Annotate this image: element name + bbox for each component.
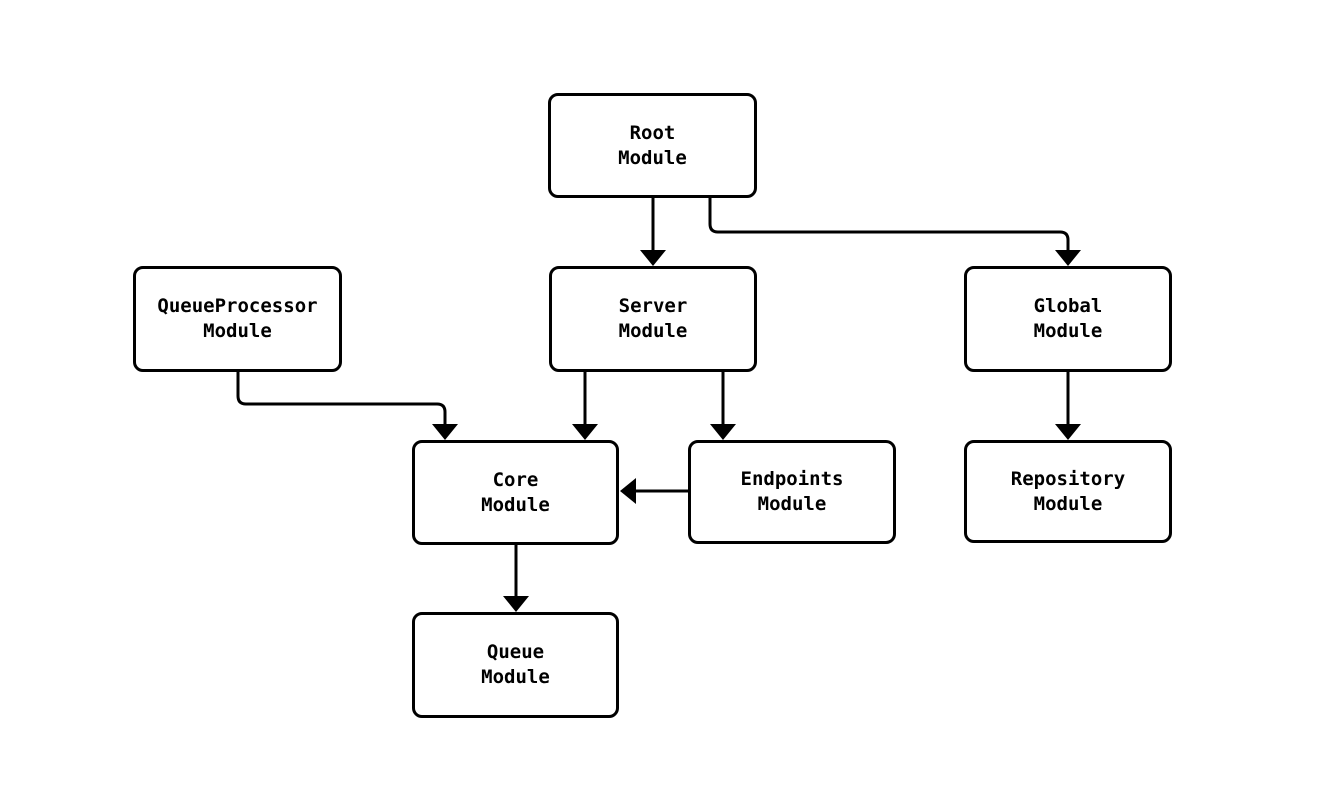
node-label-line2: Module <box>481 666 550 688</box>
node-label-line2: Module <box>481 493 550 516</box>
edge-core-to-queue <box>503 545 529 612</box>
node-label-line1: QueueProcessor <box>157 295 318 317</box>
node-queueprocessor-module: QueueProcessor Module <box>133 266 342 372</box>
node-queue-module: Queue Module <box>412 612 619 718</box>
node-label-line1: Endpoints <box>740 468 844 490</box>
arrowhead-down-icon <box>503 596 529 612</box>
node-label-line1: Repository <box>1010 467 1126 490</box>
node-label-line1: Queue <box>486 641 545 663</box>
node-global-module: Global Module <box>964 266 1172 372</box>
node-label-line2: Module <box>1033 492 1103 515</box>
node-label-line2: Module <box>1033 320 1103 342</box>
node-label-line2: Module <box>757 493 827 515</box>
edge-server-to-endpoints <box>710 372 736 440</box>
arrowhead-down-icon <box>572 424 598 440</box>
arrowhead-down-icon <box>1055 424 1081 440</box>
arrowhead-left-icon <box>620 478 636 504</box>
node-endpoints-module: Endpoints Module <box>688 440 896 544</box>
node-label-line1: Server <box>618 295 688 317</box>
edge-server-to-core <box>572 372 598 440</box>
node-label-line2: Module <box>618 320 688 342</box>
node-core-module: Core Module <box>412 440 619 545</box>
edge-endpoints-to-core <box>620 478 688 504</box>
arrowhead-down-icon <box>432 424 458 440</box>
node-server-module: Server Module <box>549 266 757 372</box>
node-label-line2: Module <box>618 146 687 169</box>
edge-root-to-server <box>640 198 666 266</box>
node-label-line1: Global <box>1033 295 1103 317</box>
arrowhead-down-icon <box>1055 250 1081 266</box>
edge-global-to-repository <box>1055 372 1081 440</box>
edge-root-to-global <box>708 198 1081 266</box>
arrowhead-down-icon <box>710 424 736 440</box>
node-label-line2: Module <box>203 320 272 342</box>
node-label-line1: Root <box>629 121 676 144</box>
node-label-line1: Core <box>492 468 539 491</box>
arrowhead-down-icon <box>640 250 666 266</box>
node-root-module: Root Module <box>548 93 757 198</box>
edge-queueprocessor-to-core <box>236 372 458 440</box>
node-repository-module: Repository Module <box>964 440 1172 543</box>
